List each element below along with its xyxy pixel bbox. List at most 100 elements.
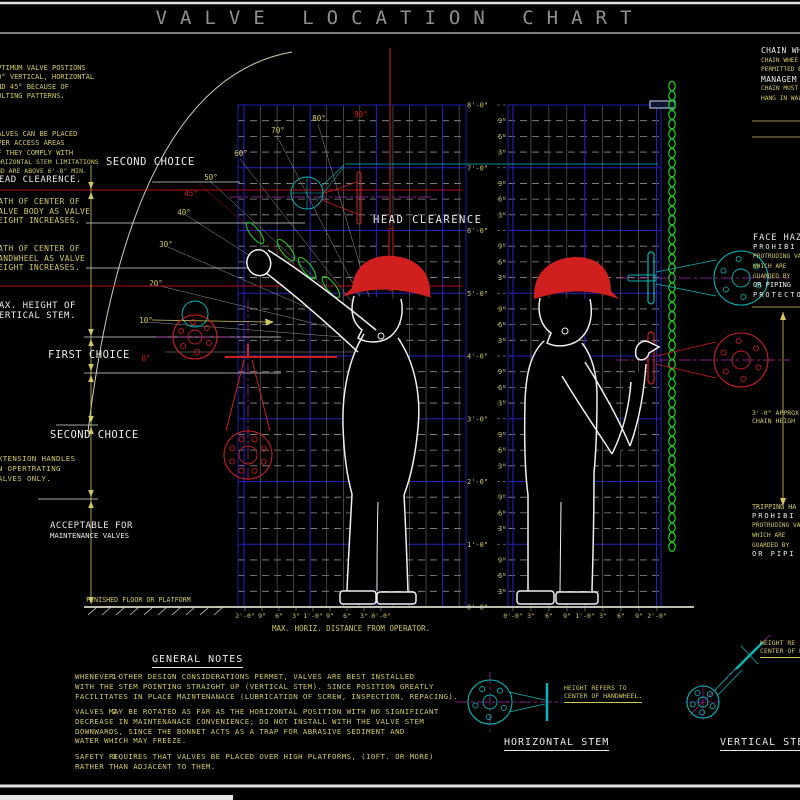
angle-label: 45°	[184, 189, 198, 198]
flange-bolt-hole	[238, 467, 245, 474]
chain-height-dimension	[752, 120, 800, 506]
flange-bolt-hole	[722, 286, 729, 293]
flange-bolt-hole	[229, 445, 236, 452]
flange-bolt-hole	[720, 349, 727, 356]
scale-label: 9"	[498, 180, 506, 188]
dimension-arrows	[88, 182, 94, 604]
handwheel-edge-view	[297, 256, 317, 280]
handwheel-edge-view	[276, 238, 296, 262]
page-title: VALVE LOCATION CHART	[155, 7, 645, 29]
note-extension-handles: EXTENSION HANDLES ON OPERTRATING VALVES …	[0, 454, 76, 483]
scale-label: 9"	[498, 431, 506, 439]
valve-swing-arc	[87, 51, 293, 433]
label-head-clearence: HEAD CLEARENCE	[373, 214, 483, 226]
height-note-horizontal: HEIGHT REFERS TO CENTER OF HANDWHEEL.	[564, 684, 643, 703]
chain-link	[668, 320, 676, 332]
dimension-arrow	[88, 329, 94, 336]
note-face-hazard: FACE HAZ PROHIBI PROTRUDING VA WHICH ARE…	[753, 233, 800, 299]
scale-label: 3"	[498, 588, 506, 596]
axis-tick-label: 6"	[617, 612, 625, 620]
angle-label: 10°	[139, 316, 153, 325]
hatch-tick	[129, 606, 140, 616]
note-access-areas: VALVES CAN BE PLACED OVER ACCESS AREAS I…	[0, 130, 99, 186]
chain-link	[668, 243, 676, 255]
hard-hat	[342, 255, 432, 298]
angle-label: 60°	[234, 149, 248, 158]
axis-tick-label: 3"	[599, 612, 607, 620]
scale-label: 9"	[498, 556, 506, 564]
height-note-vertical: HEIGHT RE CENTER OF H	[760, 639, 800, 658]
flange-bolt-hole	[260, 458, 267, 465]
chain-link	[668, 311, 676, 322]
flange-bolt-hole	[753, 345, 760, 352]
chain-link	[668, 493, 676, 505]
dimension-arrow	[88, 490, 94, 497]
scale-label: 3"	[498, 462, 506, 470]
scale-label: 9"	[498, 494, 506, 502]
flange-bolt-hole	[229, 458, 236, 465]
scale-label: 6"	[498, 447, 506, 455]
chain-link	[668, 531, 676, 543]
chain-link	[668, 378, 676, 389]
flange-bolt-hole	[190, 319, 197, 326]
dimension-arrow	[88, 416, 94, 423]
chain-link	[668, 435, 676, 447]
angle-label: 50°	[204, 173, 218, 182]
chain-link	[668, 291, 676, 303]
chain-link	[668, 483, 676, 495]
dimension-arrow	[88, 192, 94, 199]
label-second-choice-top: SECOND CHOICE	[106, 156, 195, 168]
scale-label: 7'-0"	[467, 164, 488, 172]
label-first-choice: FIRST CHOICE	[48, 349, 130, 361]
chain-link	[668, 301, 676, 313]
flange-bore	[187, 329, 203, 345]
flange-bolt-hole	[735, 256, 742, 263]
flange-outline	[467, 679, 513, 725]
dimension-arrow	[88, 182, 94, 189]
note-tripping-hazard: TRIPPING HA PROHIBI PROTRUDING VA WHICH …	[752, 503, 800, 559]
label-horizontal-stem: HORIZONTAL STEM	[504, 737, 610, 751]
hatch-tick	[143, 606, 154, 616]
flange-bolt-hole	[689, 701, 696, 708]
chain-link	[668, 512, 676, 524]
flange-bolt-hole	[706, 691, 713, 698]
scale-label: 6"	[498, 509, 506, 517]
label-finished-floor: FINISHED FLOOR OR PLATFORM	[86, 596, 191, 604]
chain-link	[668, 455, 676, 466]
dimension-arrow	[88, 427, 94, 434]
general-notes-title: GENERAL NOTES	[152, 654, 244, 668]
dimension-arrow	[88, 364, 94, 371]
flange-bolt-hole	[260, 445, 267, 452]
operator-pointing-figure	[516, 256, 661, 605]
chain-link	[668, 215, 676, 226]
hatch-tick	[213, 606, 224, 616]
horizontal-axis-labels: 2'-0"0'-0"9"3"6"6"3"9"1'-0"1'-0"9"3"6"6"…	[235, 607, 667, 633]
chain-link	[668, 464, 676, 476]
flange-bolt-hole	[485, 713, 492, 720]
label-vertical-stem: VERTICAL STEM	[720, 737, 800, 751]
flange-bolt-hole	[722, 368, 729, 375]
flange-bore	[697, 696, 709, 708]
hatch-tick	[115, 606, 126, 616]
flange-bolt-hole	[755, 364, 762, 371]
chain-link	[668, 541, 676, 553]
scale-label: 6"	[498, 196, 506, 204]
flange-outline	[172, 314, 218, 360]
scale-label: 5'-0"	[467, 290, 488, 298]
note-chain-wheels: CHAIN WH CHAIN WHEE PERMITTED BY MANAGEM…	[761, 46, 800, 102]
axis-title: MAX. HORIZ. DISTANCE FROM OPERATOR.	[272, 624, 430, 633]
note-max-height: MAX. HEIGHT OF VERTICAL STEM.	[0, 301, 76, 321]
flange-bolt-hole	[205, 339, 212, 346]
chain-link	[668, 253, 676, 265]
handwheel-edge-view	[245, 221, 265, 245]
scale-label: 9"	[498, 243, 506, 251]
flange-bolt-hole	[753, 263, 760, 270]
chain-handle	[649, 100, 676, 109]
flange-bore	[731, 350, 751, 370]
chain-link	[668, 119, 676, 130]
axis-tick-label: 2'-0"	[647, 612, 667, 620]
axis-tick-label: 3"	[360, 612, 368, 620]
scale-label: 4'-0"	[467, 353, 488, 361]
chain-link	[668, 176, 676, 188]
scale-label: 6"	[498, 258, 506, 266]
